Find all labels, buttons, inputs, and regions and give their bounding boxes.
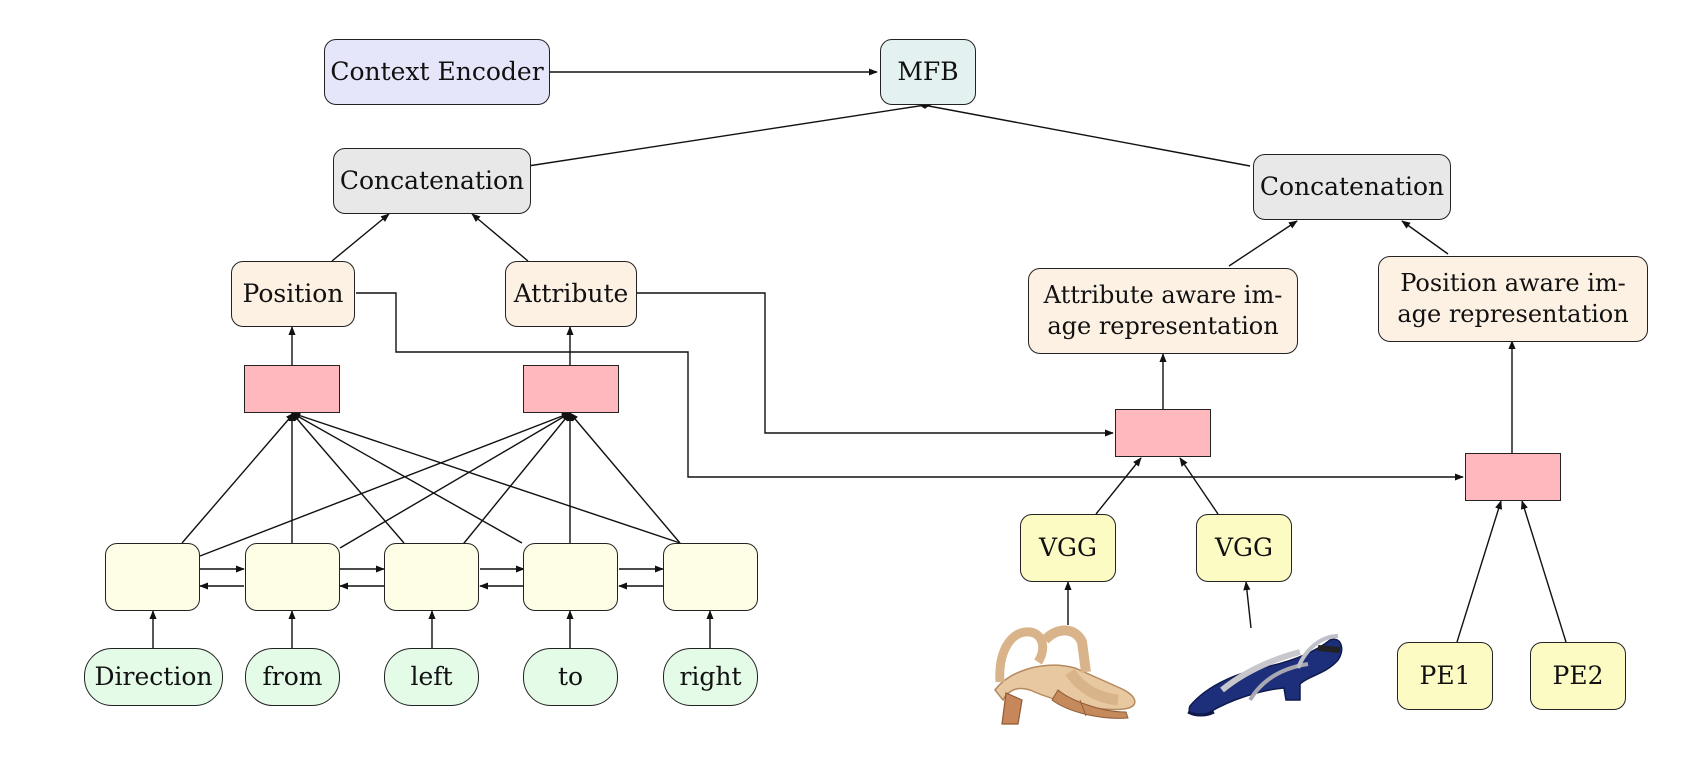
lstm-cell-4 (523, 543, 618, 611)
pe1-node: PE1 (1397, 642, 1493, 710)
edge-position-to-pe-attn (356, 292, 1464, 481)
position-node: Position (231, 261, 355, 327)
beige-sandal-icon (994, 625, 1136, 725)
right-concatenation-node: Concatenation (1253, 154, 1451, 220)
pe2-node: PE2 (1530, 642, 1626, 710)
attribute-attention-block (523, 365, 619, 413)
attribute-aware-line-1: Attribute aware im- (1043, 280, 1283, 309)
navy-heel-icon (1187, 634, 1343, 717)
lstm-cell-3 (384, 543, 479, 611)
word-right: right (663, 648, 758, 706)
edge-attribute-to-image-attn (637, 292, 1114, 437)
word-direction: Direction (84, 648, 223, 706)
attribute-aware-line-2: age representation (1047, 312, 1279, 340)
word-to: to (523, 648, 618, 706)
lstm-cell-5 (663, 543, 758, 611)
attribute-node: Attribute (505, 261, 637, 327)
edge-leftconcat-to-mfb (527, 101, 933, 167)
edge-attribute-to-concat (471, 213, 529, 262)
context-encoder-node: Context Encoder (324, 39, 550, 105)
vgg-node-1: VGG (1020, 514, 1116, 582)
lstm-cell-2 (245, 543, 340, 611)
lstm-cell-1 (105, 543, 200, 611)
pe-attention-block (1465, 453, 1561, 501)
word-from: from (245, 648, 340, 706)
mfb-node: MFB (880, 39, 976, 105)
position-aware-line-2: age representation (1397, 300, 1629, 328)
vgg-node-2: VGG (1196, 514, 1292, 582)
attribute-aware-representation-node: Attribute aware im- age representation (1028, 268, 1298, 354)
position-attention-block (244, 365, 340, 413)
position-aware-representation-node: Position aware im- age representation (1378, 256, 1648, 342)
position-aware-line-1: Position aware im- (1400, 268, 1626, 297)
image-attention-block (1115, 409, 1211, 457)
left-concatenation-node: Concatenation (333, 148, 531, 214)
edge-position-to-concat (331, 213, 390, 262)
word-left: left (384, 648, 479, 706)
edge-rightconcat-to-mfb (917, 101, 1251, 167)
